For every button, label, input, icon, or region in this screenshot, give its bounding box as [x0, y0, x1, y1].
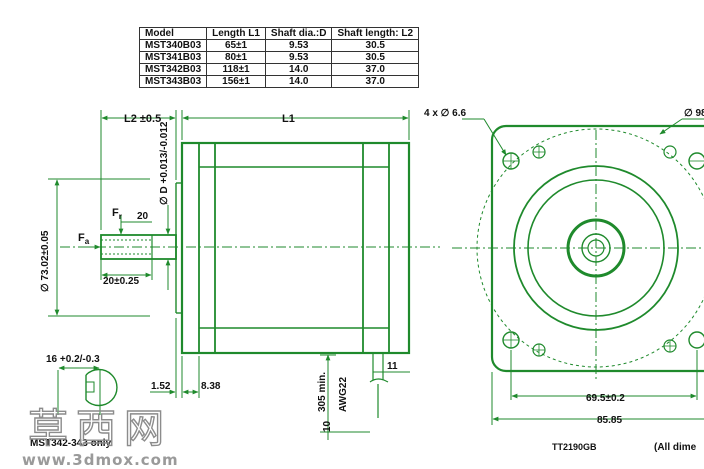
- header-model: Model: [138, 27, 208, 40]
- watermark-url: www.3dmox.com: [22, 451, 179, 469]
- label-10: 10: [322, 420, 333, 432]
- cell-shaft-dia: 9.53: [264, 39, 333, 52]
- label-flat: 16 +0.2/-0.3: [46, 354, 100, 365]
- label-fr: Fr: [112, 207, 122, 221]
- table-row: MST340B03 65±1 9.53 30.5: [138, 39, 420, 52]
- label-20: 20: [137, 211, 149, 222]
- mount-hole: [688, 331, 704, 349]
- label-lead-length: 305 min.: [317, 372, 328, 412]
- label-bolt-circle: ∅ 98: [684, 108, 704, 119]
- cell-length: 156±1: [206, 75, 266, 88]
- label-all-dim: (All dime: [654, 442, 697, 453]
- label-shaft-dia: ∅ D +0.013/-0.012: [159, 121, 170, 205]
- cell-shaft-length: 30.5: [331, 51, 420, 64]
- label-8-38: 8.38: [201, 381, 221, 392]
- label-code: TT2190GB: [552, 442, 597, 452]
- cell-length: 65±1: [206, 39, 266, 52]
- label-20-tol: 20±0.25: [103, 276, 140, 287]
- front-view: [452, 124, 704, 380]
- watermark-chars: 草西网: [28, 406, 172, 452]
- cell-length: 118±1: [206, 63, 266, 76]
- labels: L2 ±0.5 L1 ∅ D +0.013/-0.012 ∅ 73.02±0.0…: [30, 108, 704, 453]
- cell-shaft-length: 30.5: [331, 39, 420, 52]
- label-holes: 4 x ∅ 6.6: [424, 108, 467, 119]
- label-body-dia: ∅ 73.02±0.05: [40, 230, 51, 292]
- label-awg: AWG22: [338, 377, 349, 412]
- front-dimensions: [462, 118, 704, 425]
- spec-table: Model Length L1 Shaft dia.:D Shaft lengt…: [138, 27, 420, 88]
- label-1-52: 1.52: [151, 381, 171, 392]
- label-11: 11: [387, 361, 398, 372]
- side-view: [60, 141, 440, 418]
- cell-shaft-dia: 9.53: [264, 51, 333, 64]
- cell-model: MST341B03: [138, 51, 208, 64]
- watermark: 草西网 www.3dmox.com: [22, 405, 179, 469]
- cell-shaft-dia: 14.0: [264, 63, 333, 76]
- side-dimensions: [48, 110, 410, 440]
- motor-body-outline: [180, 141, 411, 355]
- label-69-5: 69.5±0.2: [586, 393, 625, 404]
- label-fa: Fa: [78, 232, 90, 246]
- header-length: Length L1: [206, 27, 266, 40]
- label-85-85: 85.85: [597, 415, 622, 426]
- label-l2: L2 ±0.5: [124, 113, 161, 125]
- table-row: MST343B03 156±1 14.0 37.0: [138, 75, 420, 88]
- header-shaft-dia: Shaft dia.:D: [264, 27, 333, 40]
- flat-detail: [57, 365, 118, 415]
- label-flat-note: MST342-343 only: [30, 438, 112, 449]
- spec-table-header: Model Length L1 Shaft dia.:D Shaft lengt…: [138, 27, 420, 40]
- cell-shaft-length: 37.0: [331, 63, 420, 76]
- header-shaft-length: Shaft length: L2: [331, 27, 420, 40]
- cell-length: 80±1: [206, 51, 266, 64]
- label-l1: L1: [282, 113, 295, 125]
- cell-model: MST342B03: [138, 63, 208, 76]
- cell-model: MST340B03: [138, 39, 208, 52]
- cell-model: MST343B03: [138, 75, 208, 88]
- cell-shaft-length: 37.0: [331, 75, 420, 88]
- table-row: MST341B03 80±1 9.53 30.5: [138, 51, 420, 64]
- table-row: MST342B03 118±1 14.0 37.0: [138, 63, 420, 76]
- cell-shaft-dia: 14.0: [264, 75, 333, 88]
